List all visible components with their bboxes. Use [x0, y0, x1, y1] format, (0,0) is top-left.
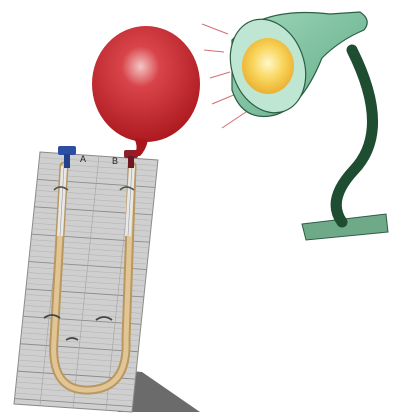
tube-clip — [43, 186, 135, 341]
light-rays — [201, 23, 247, 129]
board-shadow — [118, 370, 200, 412]
measurement-board — [13, 151, 159, 413]
label-a: A — [80, 154, 86, 164]
pin-a — [58, 146, 76, 168]
balloon-icon — [92, 26, 200, 156]
u-tube-manometer — [43, 161, 137, 395]
desk-lamp-icon — [229, 11, 389, 241]
lamp-arm — [330, 44, 378, 228]
lamp-base — [301, 213, 389, 241]
bulb — [242, 38, 294, 94]
label-b: B — [112, 156, 118, 166]
scale-guide-line — [72, 155, 100, 409]
